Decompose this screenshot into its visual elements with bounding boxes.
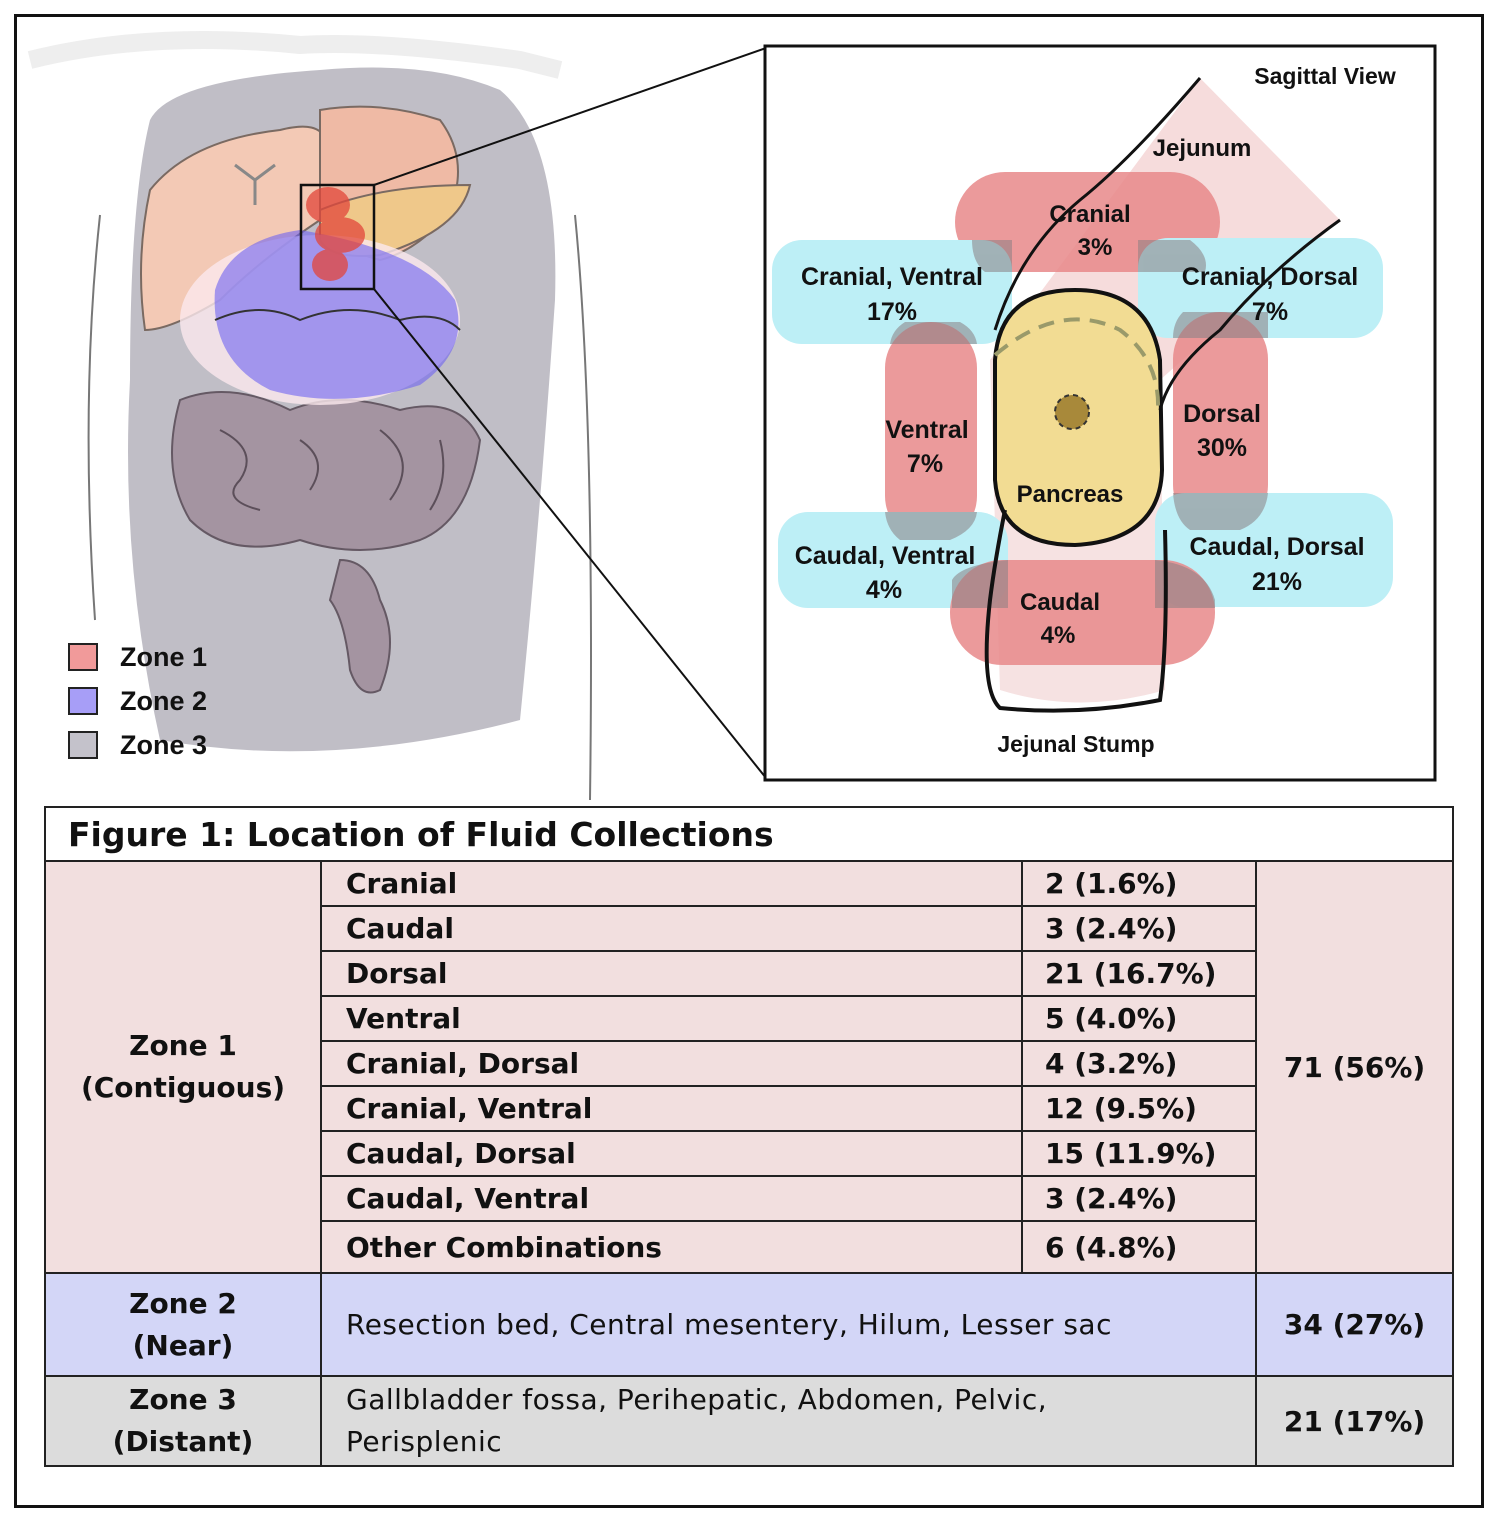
zone1-count: 15 (11.9%) bbox=[1021, 1130, 1257, 1177]
zone1-count: 6 (4.8%) bbox=[1021, 1220, 1257, 1274]
zone1-count: 3 (2.4%) bbox=[1021, 905, 1257, 952]
label-ventral-pct: 7% bbox=[907, 450, 943, 478]
zone3-description-line1: Gallbladder fossa, Perihepatic, Abdomen,… bbox=[346, 1383, 1048, 1416]
label-jejunal-stump: Jejunal Stump bbox=[997, 731, 1154, 757]
legend-label-zone1: Zone 1 bbox=[120, 641, 208, 672]
region-cranial-ventral bbox=[772, 240, 1012, 344]
zone1-count: 3 (2.4%) bbox=[1021, 1175, 1257, 1222]
zone3-description: Gallbladder fossa, Perihepatic, Abdomen,… bbox=[320, 1375, 1257, 1467]
zone3-total: 21 (17%) bbox=[1254, 1375, 1455, 1467]
zone1-total: 71 (56%) bbox=[1254, 860, 1455, 1274]
legend-zone1: Zone 1 bbox=[68, 635, 207, 679]
legend-swatch-zone1 bbox=[68, 643, 98, 671]
label-dorsal: Dorsal bbox=[1183, 400, 1261, 428]
label-caudal: Caudal bbox=[1020, 589, 1100, 616]
zone1-location: Other Combinations bbox=[320, 1220, 1023, 1274]
legend-zone2: Zone 2 bbox=[68, 679, 207, 723]
zone3-name: Zone 3 bbox=[129, 1383, 237, 1416]
zoom-line-bottom bbox=[373, 288, 767, 779]
zone1-region-small bbox=[306, 187, 365, 281]
zone1-location: Cranial, Dorsal bbox=[320, 1040, 1023, 1087]
sagittal-view-title: Sagittal View bbox=[1254, 63, 1396, 89]
zone1-name-cell: Zone 1 (Contiguous) bbox=[44, 860, 322, 1274]
label-cranial-dorsal: Cranial, Dorsal bbox=[1182, 263, 1358, 291]
label-caudal-dorsal-pct: 21% bbox=[1252, 568, 1302, 596]
intestines bbox=[171, 391, 482, 694]
intestine-loops bbox=[219, 429, 445, 511]
anatomy-illustration: Sagittal View Jejunum Cranial 3% Cranial… bbox=[27, 31, 1437, 800]
zone1-location: Ventral bbox=[320, 995, 1023, 1042]
zone2-name: Zone 2 bbox=[129, 1286, 237, 1320]
zone1-location: Caudal, Dorsal bbox=[320, 1130, 1023, 1177]
zone1-location: Dorsal bbox=[320, 950, 1023, 997]
zone1-location: Cranial, Ventral bbox=[320, 1085, 1023, 1132]
zone1-location: Caudal bbox=[320, 905, 1023, 952]
label-cranial-ventral: Cranial, Ventral bbox=[801, 263, 983, 291]
legend-swatch-zone3 bbox=[68, 731, 98, 759]
transverse-colon bbox=[214, 309, 461, 331]
legend-label-zone2: Zone 2 bbox=[120, 685, 208, 716]
legend-label-zone3: Zone 3 bbox=[120, 729, 208, 760]
zone3-name-cell: Zone 3 (Distant) bbox=[44, 1375, 322, 1467]
torso-shoulder bbox=[27, 31, 563, 79]
zone2-region bbox=[214, 230, 459, 399]
bile-duct bbox=[234, 163, 276, 205]
zone3-description-line2: Perisplenic bbox=[346, 1425, 503, 1458]
torso-right-edge bbox=[574, 214, 592, 800]
region-dorsal bbox=[1173, 312, 1268, 532]
label-cranial-dorsal-pct: 7% bbox=[1252, 298, 1288, 326]
zone1-count: 12 (9.5%) bbox=[1021, 1085, 1257, 1132]
label-caudal-ventral: Caudal, Ventral bbox=[795, 542, 976, 570]
label-caudal-dorsal: Caudal, Dorsal bbox=[1189, 533, 1364, 561]
zone3-sub: (Distant) bbox=[112, 1425, 254, 1458]
zone1-name: Zone 1 bbox=[129, 1029, 237, 1062]
torso-left-edge bbox=[87, 214, 101, 621]
zone1-count: 5 (4.0%) bbox=[1021, 995, 1257, 1042]
zone1-location: Caudal, Ventral bbox=[320, 1175, 1023, 1222]
zone1-count: 2 (1.6%) bbox=[1021, 860, 1257, 907]
region-ventral bbox=[885, 322, 977, 542]
zone2-description: Resection bed, Central mesentery, Hilum,… bbox=[320, 1272, 1257, 1377]
pancreatic-duct-anastomosis bbox=[1054, 394, 1090, 430]
label-cranial-ventral-pct: 17% bbox=[867, 298, 917, 326]
zone1-sub: (Contiguous) bbox=[80, 1071, 286, 1104]
label-dorsal-pct: 30% bbox=[1197, 434, 1247, 462]
zone1-location: Cranial bbox=[320, 860, 1023, 907]
label-jejunum: Jejunum bbox=[1153, 135, 1252, 162]
zone2-total: 34 (27%) bbox=[1254, 1272, 1455, 1377]
table-title: Figure 1: Location of Fluid Collections bbox=[43, 806, 1455, 862]
zoom-box bbox=[299, 183, 376, 291]
legend-swatch-zone2 bbox=[68, 687, 98, 715]
label-pancreas: Pancreas bbox=[1017, 481, 1124, 508]
region-caudal bbox=[950, 560, 1215, 665]
jejunal-stump-outline bbox=[984, 509, 1168, 713]
zone1-count: 4 (3.2%) bbox=[1021, 1040, 1257, 1087]
label-ventral: Ventral bbox=[885, 416, 968, 444]
label-cranial-pct: 3% bbox=[1078, 234, 1113, 261]
label-caudal-pct: 4% bbox=[1041, 622, 1076, 649]
jejunum-line-left bbox=[993, 77, 1202, 331]
zone2-name-cell: Zone 2 (Near) bbox=[44, 1272, 322, 1377]
label-caudal-ventral-pct: 4% bbox=[866, 576, 902, 604]
legend-zone3: Zone 3 bbox=[68, 723, 207, 767]
zoom-line-top bbox=[373, 47, 767, 186]
zone1-count: 21 (16.7%) bbox=[1021, 950, 1257, 997]
fluid-collections-table: Figure 1: Location of Fluid Collections … bbox=[43, 806, 1455, 1472]
jejunum-line-right bbox=[1158, 218, 1341, 411]
zone2-sub: (Near) bbox=[132, 1328, 234, 1362]
pancreas-dashed-margin bbox=[993, 317, 1161, 411]
label-cranial: Cranial bbox=[1049, 201, 1130, 228]
legend: Zone 1 Zone 2 Zone 3 bbox=[68, 635, 207, 767]
